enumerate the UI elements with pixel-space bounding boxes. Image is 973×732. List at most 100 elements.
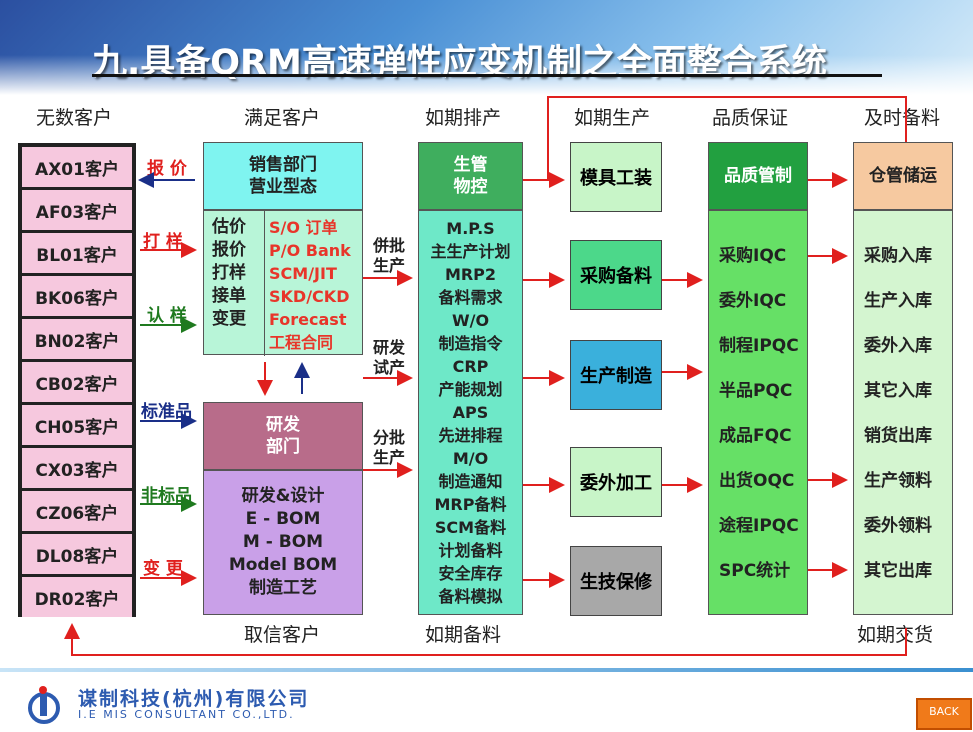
production-box-maintenance[interactable]: 生技保修 <box>570 546 662 616</box>
pmc-item: 备料需求 <box>438 288 503 307</box>
label-split-line: 生产 <box>373 448 406 467</box>
pmc-item: SCM备料 <box>434 518 507 537</box>
customer-list: AX01客户 AF03客户 BL01客户 BK06客户 BN02客户 CB02客… <box>18 143 136 617</box>
label-batch: 併批 生产 <box>373 236 405 276</box>
customer-item[interactable]: BK06客户 <box>22 276 132 316</box>
header-satisfy: 满足客户 <box>244 107 321 129</box>
sales-left-item: 接单 <box>212 286 246 306</box>
rd-item: 制造工艺 <box>249 578 317 598</box>
customer-item[interactable]: AF03客户 <box>22 190 132 230</box>
header-customers: 无数客户 <box>36 107 113 129</box>
label-batch-line: 併批 <box>373 236 406 255</box>
warehouse-item: 其它出库 <box>864 561 932 581</box>
quality-body: 采购IQC 委外IQC 制程IPQC 半品PQC 成品FQC 出货OQC 途程I… <box>708 210 808 615</box>
label-change: 变 更 <box>143 559 183 579</box>
pmc-item: M/O <box>452 449 489 468</box>
label-trial-line: 研发 <box>373 338 406 357</box>
warehouse-item: 生产入库 <box>864 291 932 311</box>
warehouse-item: 委外入库 <box>864 336 932 356</box>
customer-item[interactable]: BL01客户 <box>22 233 132 273</box>
sales-left-item: 打样 <box>212 263 246 283</box>
pmc-item: W/O <box>451 311 490 330</box>
sales-header[interactable]: 销售部门 营业型态 <box>203 142 363 210</box>
label-approve: 认 样 <box>147 306 187 326</box>
label-trial: 研发 试产 <box>373 338 405 378</box>
rd-item: Model BOM <box>228 555 338 575</box>
quality-item: 途程IPQC <box>719 516 799 536</box>
customer-item[interactable]: DR02客户 <box>22 577 132 617</box>
warehouse-item: 生产领料 <box>864 471 932 491</box>
back-button[interactable]: BACK <box>916 698 972 730</box>
customer-item[interactable]: CH05客户 <box>22 405 132 445</box>
sales-header-line: 营业型态 <box>249 177 317 197</box>
pmc-item: APS <box>452 403 489 422</box>
rd-header-line: 部门 <box>266 437 300 457</box>
label-trial-line: 试产 <box>373 358 406 377</box>
company-name-cn: 谋制科技(杭州)有限公司 <box>78 688 310 710</box>
sales-left-item: 估价 <box>212 217 246 237</box>
production-box-purchasing[interactable]: 采购备料 <box>570 240 662 310</box>
quality-header-label: 品质管制 <box>724 166 792 186</box>
warehouse-header-label: 仓管储运 <box>869 166 937 186</box>
rd-header[interactable]: 研发 部门 <box>203 402 363 470</box>
header-schedule: 如期排产 <box>425 107 502 129</box>
pmc-item: CRP <box>452 357 489 376</box>
label-nonstandard: 非标品 <box>141 486 192 506</box>
sales-left-item: 变更 <box>212 309 246 329</box>
header-quality: 品质保证 <box>712 107 789 129</box>
sales-right-item: SCM/JIT <box>269 264 337 283</box>
warehouse-header[interactable]: 仓管储运 <box>853 142 953 210</box>
customer-item[interactable]: DL08客户 <box>22 534 132 574</box>
company-logo-icon <box>18 684 66 724</box>
quality-item: 采购IQC <box>719 246 787 266</box>
sales-right-item: SKD/CKD <box>269 287 350 306</box>
pmc-item: 制造指令 <box>438 334 503 353</box>
warehouse-item: 委外领料 <box>864 516 932 536</box>
rd-header-line: 研发 <box>266 415 300 435</box>
warehouse-item: 其它入库 <box>864 381 932 401</box>
pmc-item: MRP2 <box>444 265 497 284</box>
label-quote: 报 价 <box>147 159 187 179</box>
customer-item[interactable]: CX03客户 <box>22 448 132 488</box>
rd-item: E - BOM <box>245 509 321 529</box>
label-batch-line: 生产 <box>373 256 406 275</box>
pmc-body: M.P.S 主生产计划 MRP2 备料需求 W/O 制造指令 CRP 产能规划 … <box>418 210 523 615</box>
customer-item[interactable]: CB02客户 <box>22 362 132 402</box>
header-material: 如期备料 <box>425 624 502 646</box>
page-title: 九.具备QRM高速弹性应变机制之全面整合系统 <box>92 43 827 83</box>
quality-item: 委外IQC <box>719 291 787 311</box>
pmc-item: 计划备料 <box>438 541 503 560</box>
sales-right-item: S/O 订单 <box>269 218 338 237</box>
customer-item[interactable]: BN02客户 <box>22 319 132 359</box>
customer-item[interactable]: CZ06客户 <box>22 491 132 531</box>
sales-right-item: 工程合同 <box>269 333 334 352</box>
rd-body: 研发&设计 E - BOM M - BOM Model BOM 制造工艺 <box>203 470 363 615</box>
sales-header-line: 销售部门 <box>249 155 317 175</box>
sales-left-item: 报价 <box>212 240 246 260</box>
warehouse-item: 采购入库 <box>864 246 932 266</box>
rd-item: M - BOM <box>242 532 324 552</box>
sales-right-item: Forecast <box>269 310 347 329</box>
pmc-header-line: 物控 <box>453 177 488 197</box>
customer-item[interactable]: AX01客户 <box>22 147 132 187</box>
warehouse-body: 采购入库 生产入库 委外入库 其它入库 销货出库 生产领料 委外领料 其它出库 <box>853 210 953 615</box>
pmc-item: MRP备料 <box>434 495 507 514</box>
pmc-item: 主生产计划 <box>430 242 511 261</box>
sales-right-item: P/O Bank <box>269 241 351 260</box>
production-box-outsourcing[interactable]: 委外加工 <box>570 447 662 517</box>
pmc-header-line: 生管 <box>453 155 488 175</box>
quality-item: 成品FQC <box>719 426 792 446</box>
footer-bar <box>0 668 973 672</box>
quality-item: 出货OQC <box>719 471 795 491</box>
header-trust: 取信客户 <box>244 624 321 646</box>
production-box-tooling[interactable]: 模具工装 <box>570 142 662 212</box>
quality-header[interactable]: 品质管制 <box>708 142 808 210</box>
pmc-item: 制造通知 <box>438 472 503 491</box>
production-box-manufacturing[interactable]: 生产制造 <box>570 340 662 410</box>
header-delivery: 如期交货 <box>857 624 934 646</box>
quality-item: 制程IPQC <box>719 336 799 356</box>
pmc-item: 先进排程 <box>438 426 503 445</box>
pmc-header[interactable]: 生管 物控 <box>418 142 523 210</box>
pmc-item: M.P.S <box>446 219 495 238</box>
pmc-item: 产能规划 <box>438 380 503 399</box>
